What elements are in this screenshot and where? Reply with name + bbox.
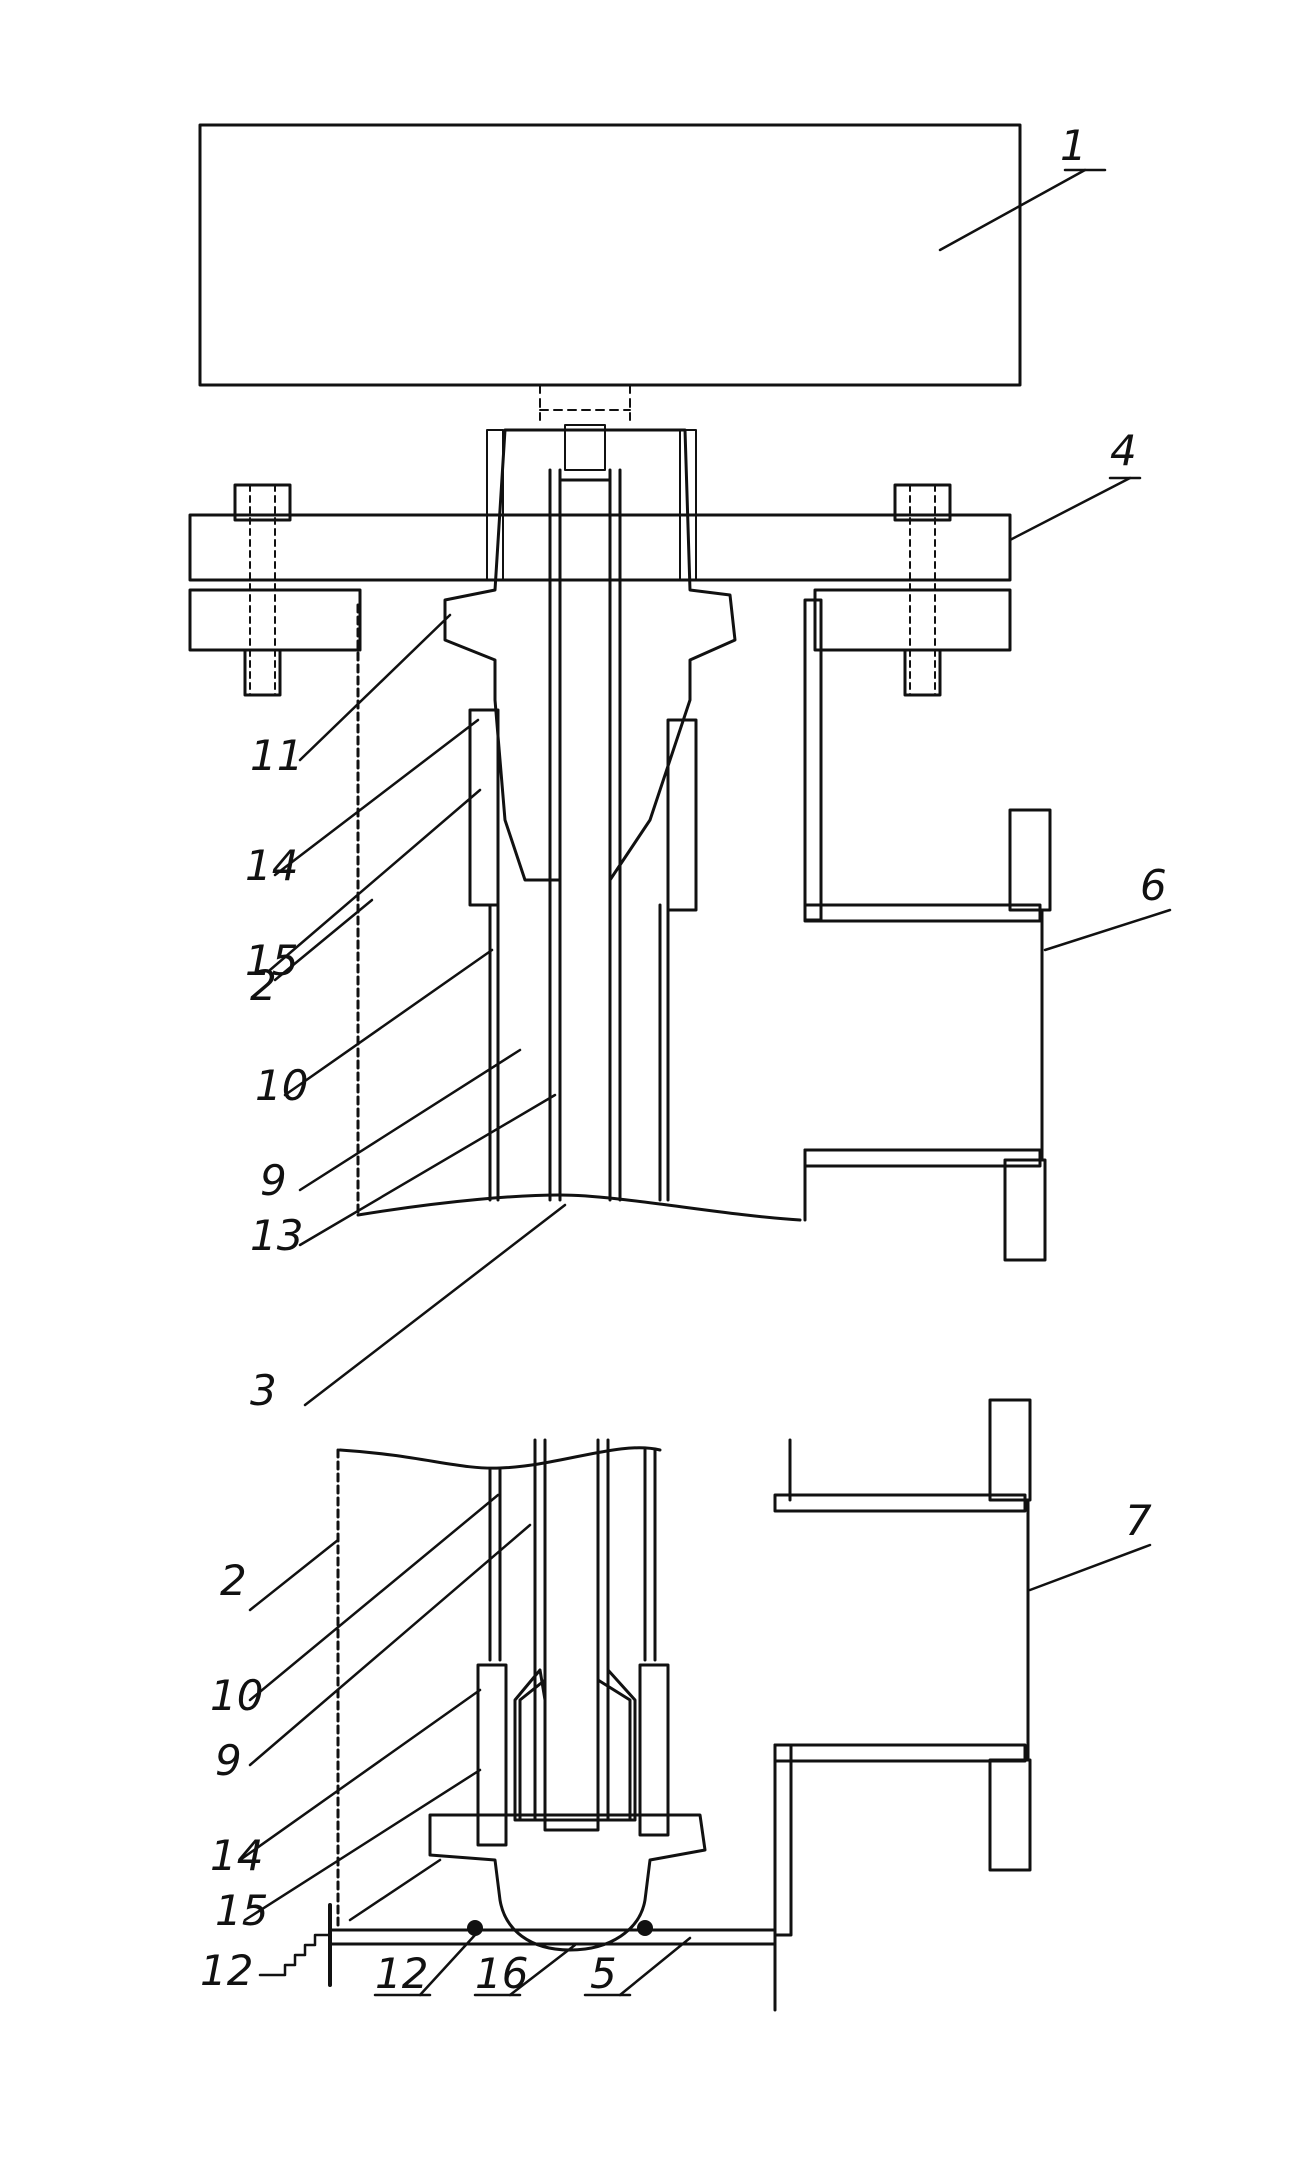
- leader-lines: [238, 168, 1172, 1997]
- lower-seat-body: [428, 1678, 707, 1952]
- label-14-upper: 14: [245, 841, 298, 890]
- upper-seat-body: [443, 428, 737, 882]
- label-12-bottom: 12: [375, 1949, 428, 1998]
- packing-lower-right: [638, 1663, 670, 1837]
- label-9-upper: 9: [260, 1156, 287, 1205]
- label-6: 6: [1140, 861, 1167, 910]
- bottom-plate: [328, 1928, 777, 1946]
- bolt-left: [233, 483, 292, 697]
- label-2-lower: 2: [220, 1556, 247, 1605]
- packing-lower-left: [476, 1663, 508, 1847]
- label-12-left: 12: [200, 1946, 253, 1995]
- label-15-upper: 15: [245, 936, 298, 985]
- label-14-lower: 14: [210, 1831, 263, 1880]
- label-4: 4: [1110, 426, 1137, 475]
- lower-flange-right: [813, 588, 1012, 652]
- label-1: 1: [1060, 121, 1087, 170]
- label-10-lower: 10: [210, 1671, 263, 1720]
- label-11: 11: [250, 731, 303, 780]
- label-5: 5: [590, 1949, 617, 1998]
- label-16: 16: [475, 1949, 528, 1998]
- packing-upper-right: [666, 718, 698, 912]
- label-15-lower: 15: [215, 1886, 268, 1935]
- bolt-right: [893, 483, 952, 697]
- label-3: 3: [250, 1366, 277, 1415]
- label-2-upper: 2: [250, 961, 277, 1010]
- label-13: 13: [250, 1211, 303, 1260]
- actuator-box: [198, 123, 1022, 387]
- upper-flange-plate: [188, 513, 1012, 582]
- packing-upper-left: [468, 708, 500, 907]
- label-7: 7: [1125, 1496, 1152, 1545]
- label-10-upper: 10: [255, 1061, 308, 1110]
- label-9-lower: 9: [215, 1736, 242, 1785]
